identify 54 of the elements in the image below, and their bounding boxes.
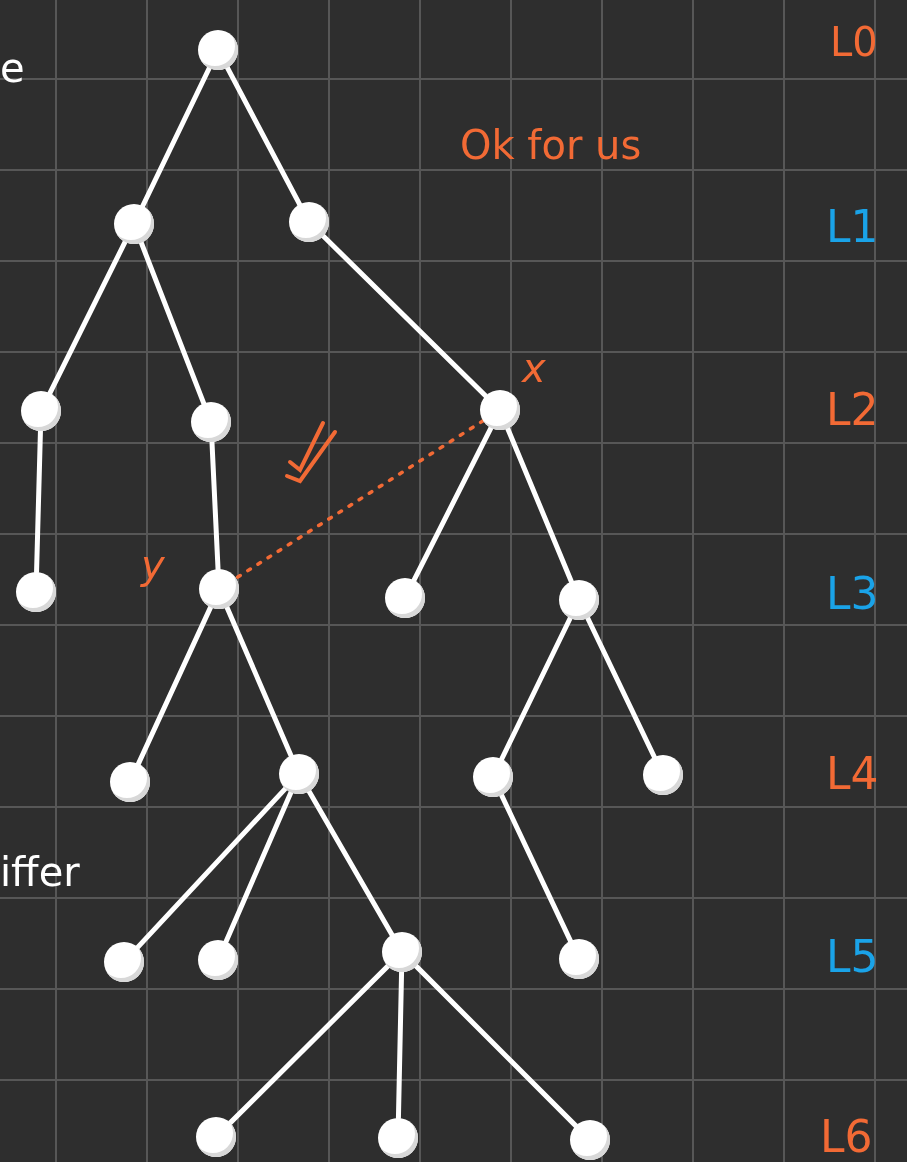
tree-node-circle xyxy=(473,757,513,797)
tree-edge xyxy=(34,428,43,575)
dotted-line xyxy=(234,419,485,580)
tree-edge xyxy=(224,604,294,759)
text-label: e xyxy=(0,48,25,88)
tree-node-circle xyxy=(559,580,599,620)
text-label: L1 xyxy=(826,205,879,249)
text-label: L3 xyxy=(826,572,879,616)
tree-edge xyxy=(413,963,579,1129)
tree-node-circle xyxy=(196,1117,236,1157)
tree-node-circle xyxy=(279,754,319,794)
tree-node-circle xyxy=(114,204,154,244)
tree-node-circle xyxy=(104,942,144,982)
tree-edge xyxy=(505,425,574,585)
tree-node-circle xyxy=(378,1118,418,1158)
text-label: Ok for us xyxy=(460,125,642,165)
tree-edge xyxy=(224,65,303,207)
tree-edge xyxy=(499,615,573,762)
tree-node-circle xyxy=(110,762,150,802)
tree-edge xyxy=(47,239,128,396)
tree-node-circle xyxy=(191,402,231,442)
tree-edge xyxy=(223,789,294,945)
text-label: L2 xyxy=(826,388,879,432)
text-label: L0 xyxy=(830,22,878,62)
node-caption: x xyxy=(522,348,546,388)
tree-edge xyxy=(306,788,395,938)
tree-edge xyxy=(138,240,207,406)
tree-node-circle xyxy=(16,572,56,612)
text-label: iffer xyxy=(0,852,80,892)
node-caption: y xyxy=(141,545,165,585)
tree-node-circle xyxy=(198,30,238,70)
tree-node-circle xyxy=(559,939,599,979)
text-label: L6 xyxy=(820,1115,873,1159)
tree-node-circle xyxy=(382,932,422,972)
text-label: L4 xyxy=(826,752,879,796)
tree-edge xyxy=(135,786,288,950)
tree-edge xyxy=(140,65,212,209)
tree-edge xyxy=(585,615,657,760)
tree-node-circle xyxy=(198,940,238,980)
tree-edge xyxy=(320,233,489,399)
tree-node-circle xyxy=(480,390,520,430)
text-label: L5 xyxy=(826,935,879,979)
tree-node-circle xyxy=(199,569,239,609)
tree-edge xyxy=(499,792,573,944)
tree-node-circle xyxy=(385,578,425,618)
tree-edge xyxy=(395,969,405,1121)
tree-edge xyxy=(209,439,221,572)
tree-edge xyxy=(227,963,391,1126)
tree-node-circle xyxy=(289,202,329,242)
tree-node-circle xyxy=(570,1120,610,1160)
tree-edge xyxy=(411,425,494,583)
tree-node-circle xyxy=(21,391,61,431)
tree-node-circle xyxy=(643,755,683,795)
tree-edge xyxy=(135,604,214,767)
